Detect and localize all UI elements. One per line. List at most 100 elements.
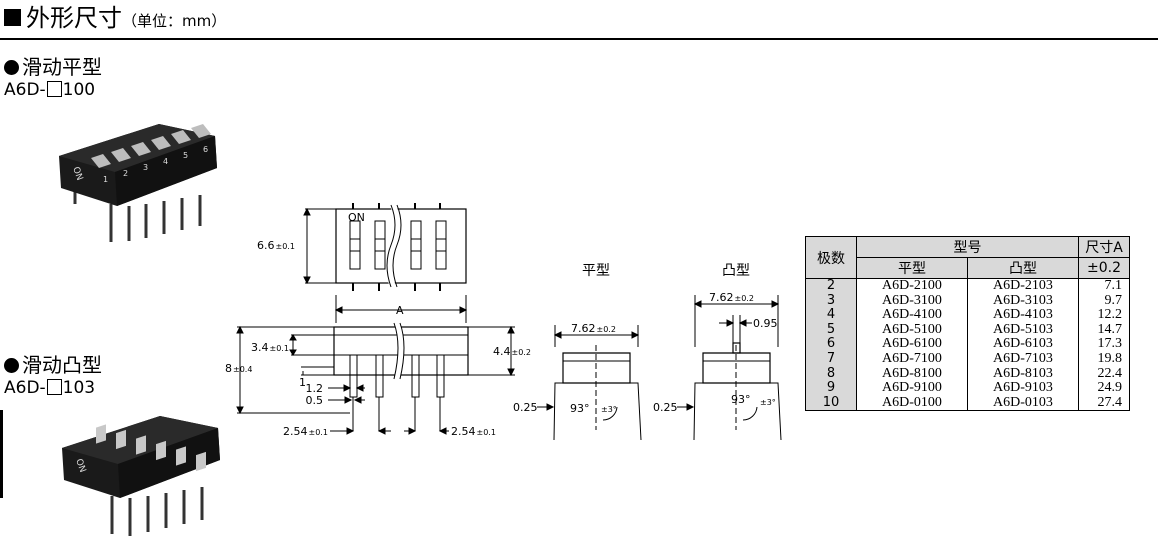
raised-code-prefix: A6D- — [4, 378, 46, 398]
photo-on-label: ON — [70, 166, 84, 182]
flat-type-code: A6D- 100 — [4, 80, 95, 100]
raised-code-suffix: 103 — [62, 378, 96, 398]
cell-flat: A6D-3100 — [856, 293, 968, 309]
front-height-total-value: 8 — [225, 362, 232, 375]
raised-pin-dim: 0.25 — [653, 401, 678, 414]
on-label: ON — [348, 211, 365, 224]
cell-dim: 17.3 — [1078, 337, 1130, 352]
bullet-dot-icon — [4, 358, 19, 373]
cell-poles: 8 — [805, 366, 857, 382]
bullet-dot-icon — [4, 60, 19, 75]
pitch-left-value: 2.54 — [283, 425, 308, 438]
photo-number: 1 — [103, 175, 108, 184]
cell-poles: 10 — [805, 395, 857, 412]
cell-poles: 6 — [805, 337, 857, 352]
switch-pins — [110, 487, 204, 536]
cell-raised: A6D-8103 — [967, 366, 1079, 382]
cell-poles: 2 — [805, 278, 857, 294]
header-rule — [0, 38, 1158, 40]
raised-type-title-text: 滑动凸型 — [22, 353, 102, 377]
side-view-raised — [677, 295, 782, 441]
raised-type-code: A6D- 103 — [4, 378, 95, 398]
front-height-total-tol: ±0.4 — [233, 365, 252, 374]
cell-poles: 5 — [805, 322, 857, 338]
pin-width-1: 1.2 — [306, 382, 324, 395]
col-flat: 平型 — [856, 257, 968, 279]
front-height-right-value: 4.4 — [493, 345, 511, 358]
photo-number: 3 — [143, 163, 148, 172]
switch-actuators — [91, 124, 211, 168]
flat-side-label: 平型 — [582, 263, 610, 279]
pitch-left-dim: 2.54±0.1 — [283, 425, 328, 438]
photo-number: 5 — [183, 151, 188, 160]
front-one-label: 1 — [299, 376, 306, 389]
cell-flat: A6D-7100 — [856, 351, 968, 367]
top-view — [303, 203, 467, 291]
raised-switch-photo: ON — [62, 416, 220, 536]
side-tab-bar — [0, 410, 3, 498]
raised-angle: 93° — [731, 393, 751, 406]
cell-dim: 14.7 — [1078, 322, 1130, 338]
cell-flat: A6D-2100 — [856, 278, 968, 294]
flat-angle: 93° — [570, 402, 590, 415]
dimension-drawings: ON 6.6±0.1 — [225, 203, 782, 441]
flat-code-suffix: 100 — [62, 80, 96, 100]
top-width-dim: 6.6±0.1 — [257, 239, 295, 252]
cell-flat: A6D-5100 — [856, 322, 968, 338]
cell-dim: 27.4 — [1078, 395, 1130, 412]
black-square-icon — [4, 9, 21, 26]
cell-raised: A6D-2103 — [967, 278, 1079, 294]
unit-note: （单位：mm） — [122, 12, 227, 30]
cell-poles: 3 — [805, 293, 857, 309]
placeholder-box-icon — [46, 379, 62, 395]
flat-code-prefix: A6D- — [4, 80, 46, 100]
photo-number: 2 — [123, 169, 128, 178]
col-model: 型号 — [856, 236, 1079, 258]
flat-switch-photo: ON 1 2 3 4 5 6 — [59, 124, 217, 242]
raised-angle-tol: ±3° — [760, 398, 776, 407]
photo-number: 4 — [163, 157, 168, 166]
cell-raised: A6D-3103 — [967, 293, 1079, 309]
cell-flat: A6D-8100 — [856, 366, 968, 382]
flat-width-dim: 7.62±0.2 — [571, 322, 616, 335]
flat-width-value: 7.62 — [571, 322, 596, 335]
top-width-tol: ±0.1 — [276, 242, 295, 251]
raised-width-value: 7.62 — [709, 291, 734, 304]
section-title: 外形尺寸（单位：mm） — [26, 1, 226, 38]
pin-width-2: 0.5 — [306, 394, 324, 407]
front-height-top-tol: ±0.1 — [270, 344, 289, 353]
raised-width-dim: 7.62±0.2 — [709, 291, 754, 304]
raised-width-tol: ±0.2 — [735, 294, 754, 303]
flat-width-tol: ±0.2 — [597, 325, 616, 334]
flat-angle-tol: ±3° — [601, 405, 617, 414]
raised-knob-dim: 0.95 — [753, 317, 778, 330]
cell-poles: 4 — [805, 308, 857, 323]
photo-switch-numbers: 1 2 3 4 5 6 — [103, 145, 208, 184]
flat-type-title: 滑动平型 — [4, 55, 102, 79]
pitch-left-tol: ±0.1 — [309, 428, 328, 437]
cell-raised: A6D-7103 — [967, 351, 1079, 367]
cell-dim: 9.7 — [1078, 293, 1130, 309]
flat-type-title-text: 滑动平型 — [22, 55, 102, 79]
side-view-flat — [537, 325, 642, 441]
front-height-right-tol: ±0.2 — [512, 348, 531, 357]
front-height-top-dim: 3.4±0.1 — [251, 341, 289, 354]
dim-a-label: A — [396, 304, 404, 317]
flat-pin-dim: 0.25 — [513, 401, 538, 414]
col-dim-tol: ±0.2 — [1078, 257, 1130, 279]
photo-on-label: ON — [73, 458, 87, 474]
cell-poles: 9 — [805, 381, 857, 396]
switch-pins — [73, 188, 202, 242]
raised-type-title: 滑动凸型 — [4, 353, 102, 377]
pitch-right-dim: 2.54±0.1 — [451, 425, 496, 438]
cell-poles: 7 — [805, 351, 857, 367]
section-title-text: 外形尺寸 — [26, 4, 122, 32]
